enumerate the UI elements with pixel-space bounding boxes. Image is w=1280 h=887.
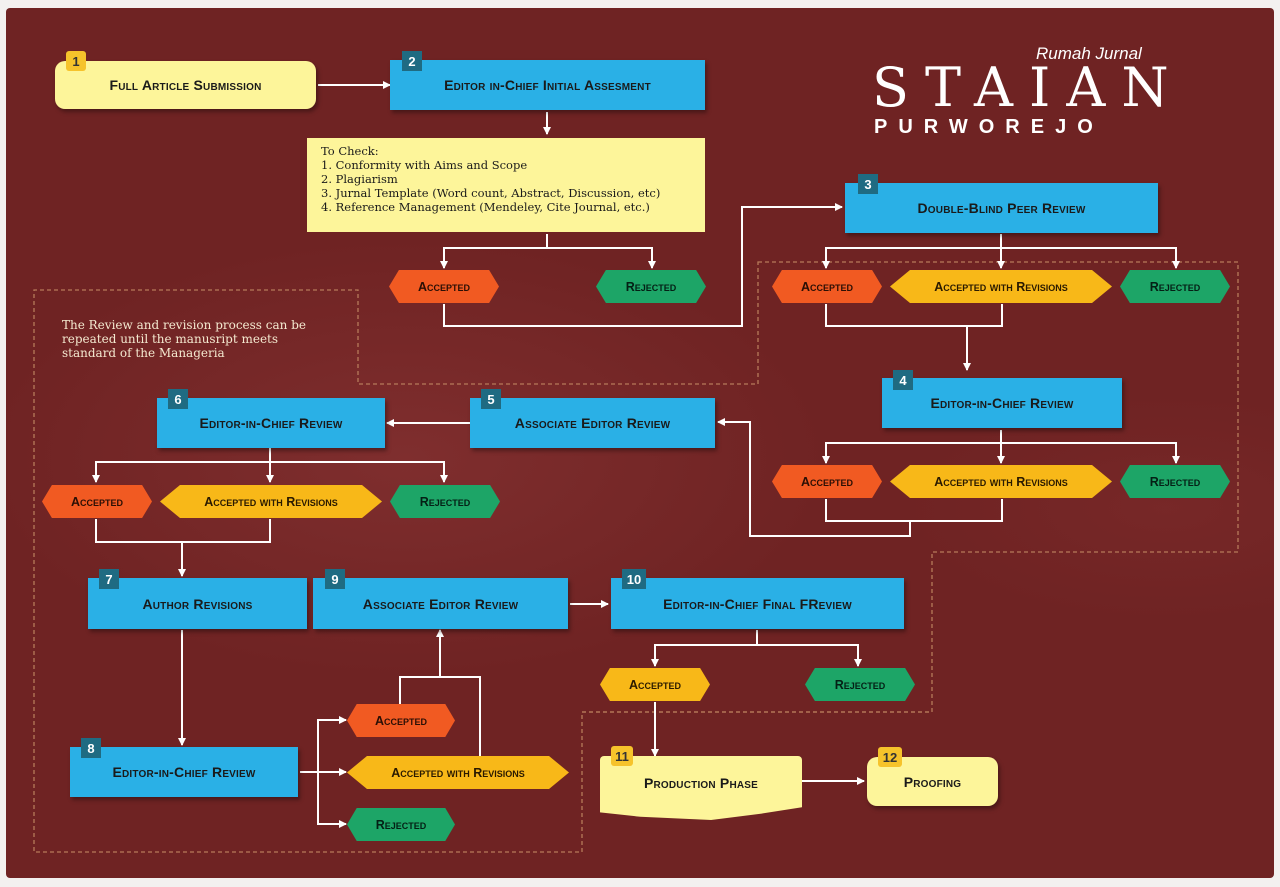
step-12-number: 12 <box>878 747 902 767</box>
step-9-associate-editor-review: Associate Editor Review <box>313 578 568 629</box>
step-10-accepted: Accepted <box>600 668 710 701</box>
step-label: Author Revisions <box>142 595 253 612</box>
step-11-number: 11 <box>611 746 633 766</box>
step-label: Editor-in-Chief Final FReview <box>663 595 852 612</box>
step-label: Proofing <box>903 773 962 790</box>
step-5-number: 5 <box>481 389 501 409</box>
checklist-item: 1. Conformity with Aims and Scope <box>321 158 528 172</box>
step-6-number: 6 <box>168 389 188 409</box>
step-6-editor-in-chief-review: Editor-in-Chief Review <box>157 398 385 448</box>
step-10-final-review: Editor-in-Chief Final FReview <box>611 578 904 629</box>
step-3-double-blind-peer-review: Double-Blind Peer Review <box>845 183 1158 233</box>
checklist-item: 2. Plagiarism <box>321 172 398 186</box>
step-3-accepted: Accepted <box>772 270 882 303</box>
step-2-number: 2 <box>402 51 422 71</box>
step-label: Editor-in-Chief Review <box>930 395 1074 411</box>
step-1-full-article-submission: Full Article Submission <box>55 61 316 109</box>
step-label: Double-Blind Peer Review <box>917 200 1086 216</box>
step-label: Editor-in-Chief Review <box>112 764 256 780</box>
step-9-number: 9 <box>325 569 345 589</box>
step-label: Production Phase <box>643 775 759 791</box>
step-8-number: 8 <box>81 738 101 758</box>
step-6-accepted-with-revisions: Accepted with Revisions <box>160 485 382 518</box>
checklist-item: 3. Jurnal Template (Word count, Abstract… <box>321 186 661 200</box>
step-label: Editor in-Chief Initial Assesment <box>444 77 651 93</box>
step-7-author-revisions: Author Revisions <box>88 578 307 629</box>
logo-title: STAIAN <box>872 56 1185 119</box>
review-process-note: The Review and revision process can be r… <box>62 318 306 360</box>
step-label: Editor-in-Chief Review <box>199 415 343 431</box>
note-line: The Review and revision process can be <box>62 318 306 332</box>
step-10-rejected: Rejected <box>805 668 915 701</box>
step-label: Full Article Submission <box>109 77 262 93</box>
step-3-number: 3 <box>858 174 878 194</box>
step-8-accepted: Accepted <box>347 704 455 737</box>
step-4-rejected: Rejected <box>1120 465 1230 498</box>
step-3-rejected: Rejected <box>1120 270 1230 303</box>
logo-subtitle: PURWOREJO <box>874 116 1104 138</box>
step-11-production-phase: Production Phase <box>600 756 802 820</box>
checklist-title: To Check: <box>321 144 379 158</box>
checklist-note: To Check: 1. Conformity with Aims and Sc… <box>307 138 705 232</box>
checklist-item: 4. Reference Management (Mendeley, Cite … <box>321 200 650 214</box>
step-label: Associate Editor Review <box>514 415 671 431</box>
dashed-region-upper <box>33 261 1239 853</box>
step-2-initial-assessment: Editor in-Chief Initial Assesment <box>390 60 705 110</box>
step-4-accepted-with-revisions: Accepted with Revisions <box>890 465 1112 498</box>
step-3-accepted-with-revisions: Accepted with Revisions <box>890 270 1112 303</box>
step-label: Associate Editor Review <box>362 595 519 612</box>
step-8-editor-in-chief-review: Editor-in-Chief Review <box>70 747 298 797</box>
step-2-rejected: Rejected <box>596 270 706 303</box>
step-4-number: 4 <box>893 370 913 390</box>
step-7-number: 7 <box>99 569 119 589</box>
note-line: repeated until the manusript meets <box>62 332 279 346</box>
step-5-associate-editor-review: Associate Editor Review <box>470 398 715 448</box>
step-8-rejected: Rejected <box>347 808 455 841</box>
step-8-accepted-with-revisions: Accepted with Revisions <box>347 756 569 789</box>
step-6-rejected: Rejected <box>390 485 500 518</box>
step-4-editor-in-chief-review: Editor-in-Chief Review <box>882 378 1122 428</box>
step-2-accepted: Accepted <box>389 270 499 303</box>
step-6-accepted: Accepted <box>42 485 152 518</box>
step-10-number: 10 <box>622 569 646 589</box>
note-line: standard of the Manageria <box>62 346 225 360</box>
step-4-accepted: Accepted <box>772 465 882 498</box>
logo-tagline: Rumah Jurnal <box>1036 44 1142 63</box>
step-1-number: 1 <box>66 51 86 71</box>
